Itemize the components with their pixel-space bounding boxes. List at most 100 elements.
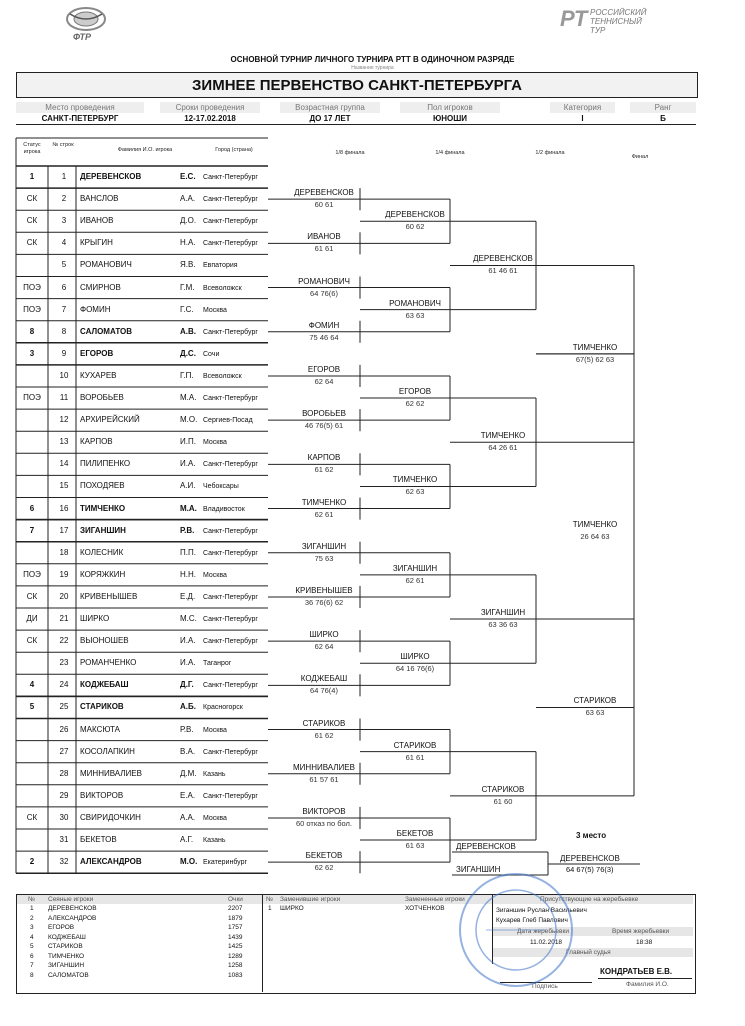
rtt-logo: РТ РОССИЙСКИЙ ТЕННИСНЫЙ ТУР [560, 6, 670, 40]
player-name: САЛОМАТОВ [80, 326, 133, 336]
player-city: Чебоксары [203, 483, 239, 491]
r1-winner-name: ФОМИН [308, 320, 340, 330]
r1-winner-name: ТИМЧЕНКО [301, 497, 347, 507]
player-status: 8 [29, 326, 35, 336]
player-status: 7 [29, 525, 35, 535]
player-city: Москва [203, 571, 227, 579]
r1-winner-name: ВОРОБЬЕВ [302, 409, 346, 419]
third-place-label: 3 место [576, 831, 607, 840]
r2-winner-name: РОМАНОВИЧ [389, 298, 441, 308]
r1-winner-score: 60 отказ по бол. [295, 818, 352, 828]
r2-winner-name: СТАРИКОВ [393, 740, 437, 750]
player-seed: 18 [59, 547, 69, 557]
player-status: ПОЭ [23, 304, 41, 314]
col-r1: 1/8 финала [335, 150, 365, 156]
rtt-logo-line3: ТУР [590, 26, 606, 35]
info-label-age: Возрастная группа [280, 102, 380, 113]
player-city: Санкт-Петербург [203, 593, 258, 601]
referee-name: КОНДРАТЬЕВ Е.В. [600, 967, 673, 976]
footer-box [16, 894, 696, 994]
player-status: СК [26, 636, 38, 646]
player-initials: А.А. [180, 812, 196, 822]
rtt-logo-mark: РТ [560, 6, 588, 31]
player-status: 5 [29, 702, 35, 712]
player-status: СК [26, 591, 38, 601]
player-seed: 23 [59, 658, 69, 668]
player-status: 4 [29, 680, 35, 690]
player-city: Всеволожск [203, 284, 242, 292]
r2-winner-name: ЕГОРОВ [398, 387, 432, 397]
player-initials: М.О. [180, 857, 198, 867]
player-city: Санкт-Петербург [203, 527, 258, 535]
info-label-place: Место проведения [16, 102, 144, 113]
seed-num: 7 [30, 962, 34, 969]
player-name: КРЫГИН [80, 238, 113, 248]
r2-winner-score: 64 16 76(6) [395, 664, 435, 674]
player-name: КРИВЕНЫШЕВ [80, 591, 138, 601]
lucky-h-replaced: Замененные игроки [405, 896, 465, 903]
lucky-h-n: № [266, 896, 273, 903]
draw-time: 18:38 [636, 939, 653, 946]
col-name: Фамилия И.О. игрока [117, 147, 173, 153]
seeds-h-pts: Очки [228, 896, 243, 903]
seed-points: 1289 [228, 952, 243, 960]
r4-winner-score: 67(5) 62 63 [575, 354, 615, 364]
player-city: Всеволожск [203, 372, 242, 380]
col-r3: 1/2 финала [535, 150, 565, 156]
seed-name: САЛОМАТОВ [48, 971, 89, 979]
r3-winner-name: ТИМЧЕНКО [480, 431, 526, 441]
info-value-category: I [581, 114, 584, 123]
seed-points: 1258 [228, 962, 243, 969]
info-value-place: САНКТ-ПЕТЕРБУРГ [41, 114, 119, 123]
player-name: КОДЖЕБАШ [80, 680, 129, 690]
seeds-h-name: Сеяные игроки [48, 896, 94, 903]
player-initials: И.А. [180, 459, 196, 469]
referee-header-bar [493, 948, 693, 957]
player-initials: Е.Д. [180, 591, 196, 601]
r3-winner-name: ДЕРЕВЕНСКОВ [473, 254, 533, 264]
ftr-logo-text: ФТР [73, 32, 91, 42]
seed-name: ДЕРЕВЕНСКОВ [48, 905, 97, 912]
r1-winner-name: БЕКЕТОВ [305, 851, 343, 861]
info-value-age: ДО 17 ЛЕТ [309, 114, 351, 123]
seed-points: 2207 [228, 905, 243, 912]
player-city: Санкт-Петербург [203, 792, 258, 800]
player-initials: Н.Н. [180, 569, 196, 579]
r1-winner-score: 61 57 61 [309, 774, 339, 784]
r1-winner-score: 62 62 [314, 863, 334, 873]
player-name: ЗИГАНШИН [80, 525, 126, 535]
player-name: РОМАНЧЕНКО [80, 658, 137, 668]
lucky-1-name: ШИРКО [280, 905, 304, 912]
player-seed: 31 [59, 835, 69, 844]
seed-name: СТАРИКОВ [48, 943, 83, 950]
r1-winner-name: ИВАНОВ [307, 232, 341, 242]
r2-winner-score: 62 62 [405, 399, 425, 409]
player-name: ВЫОНОШЕВ [80, 636, 129, 646]
player-initials: П.П. [180, 547, 196, 557]
r2-winner-name: ЗИГАНШИН [392, 563, 438, 573]
signature-line [500, 982, 592, 983]
player-seed: 19 [59, 569, 69, 579]
r4-winner-score: 63 63 [585, 708, 605, 718]
player-initials: А.Г. [180, 835, 194, 844]
r1-winner-score: 61 62 [314, 465, 334, 475]
r3-winner-name: ЗИГАНШИН [480, 608, 526, 618]
lucky-1-n: 1 [268, 905, 272, 912]
third-place-winner: ДЕРЕВЕНСКОВ [560, 854, 620, 863]
r1-winner-score: 75 63 [314, 553, 334, 563]
player-city: Таганрог [203, 660, 232, 668]
player-seed: 21 [59, 614, 69, 623]
player-city: Сергиев-Посад [203, 417, 253, 425]
seed-num: 1 [30, 905, 34, 912]
seed-num: 2 [30, 914, 34, 922]
info-label-rank: Ранг [630, 102, 696, 113]
r4-winner-name: ТИМЧЕНКО [572, 342, 618, 352]
r1-winner-name: СТАРИКОВ [302, 718, 346, 728]
r2-winner-score: 61 63 [405, 841, 425, 851]
draw-header-bar [493, 927, 693, 936]
r1-winner-name: ЕГОРОВ [307, 364, 341, 374]
player-initials: Н.А. [180, 238, 196, 248]
r2-winner-score: 63 63 [405, 310, 425, 320]
player-initials: Г.П. [180, 370, 194, 380]
